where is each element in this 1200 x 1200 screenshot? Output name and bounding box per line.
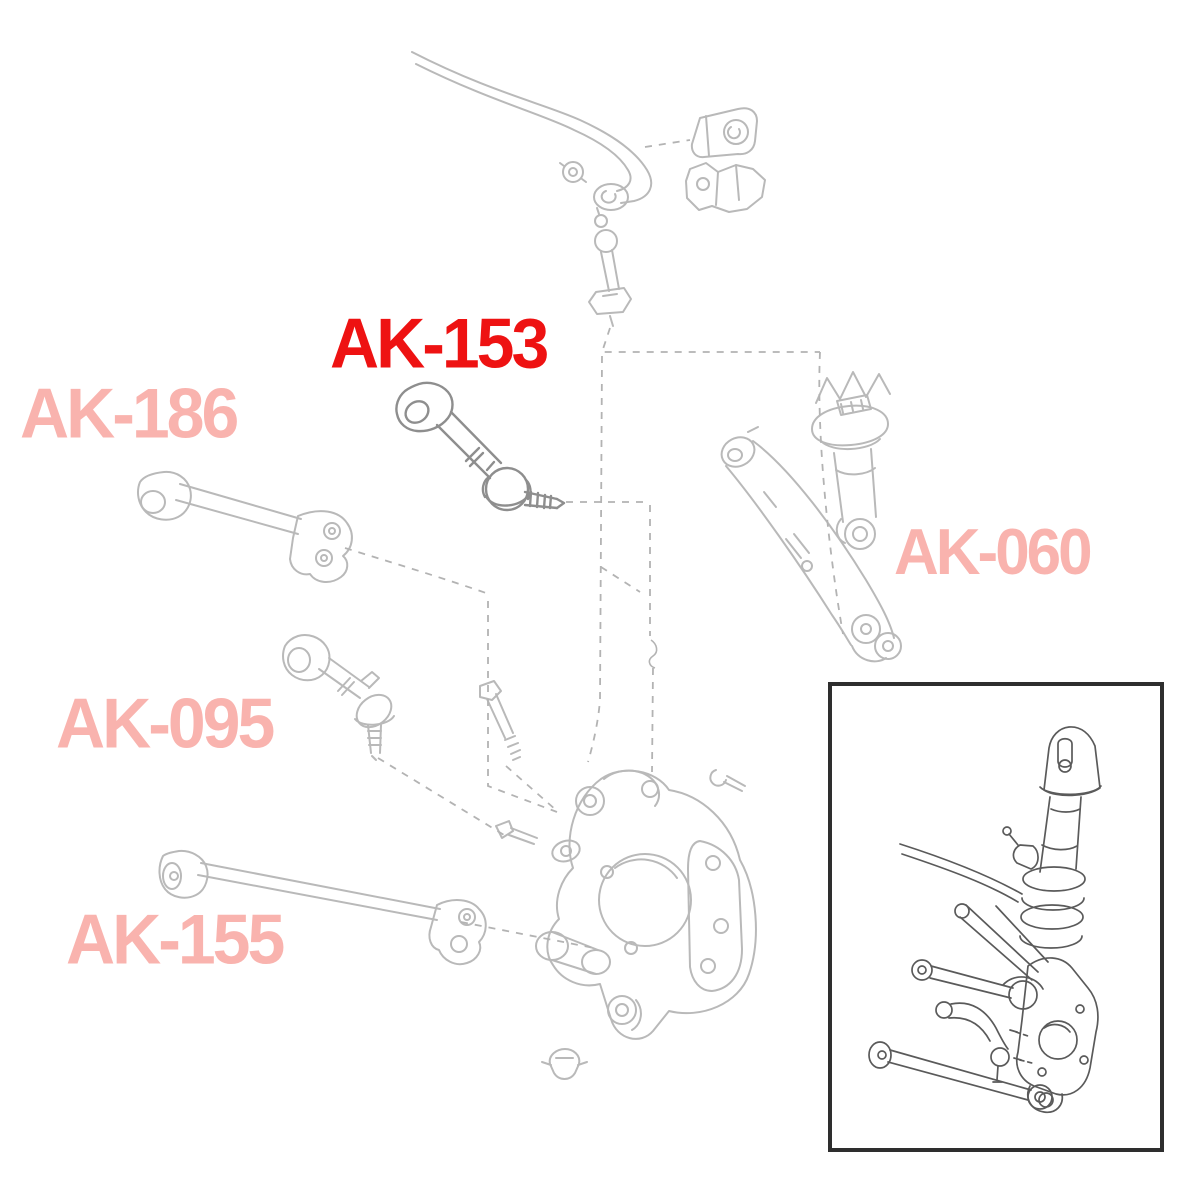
- assembled-suspension-drawing: [868, 726, 1102, 1114]
- shock-absorber-drawing: [811, 371, 891, 550]
- label-ak186: AK-186: [20, 373, 239, 453]
- arm-ak153-drawing: [395, 381, 566, 512]
- arm-ak095-drawing: [282, 634, 395, 761]
- sway-bar-end-link-drawing: [588, 207, 632, 327]
- inset-detail-box: [828, 682, 1164, 1152]
- leader-hook: [648, 639, 658, 669]
- label-ak060: AK-060: [894, 516, 1093, 589]
- sway-bar-bushing-drawing: [690, 107, 758, 159]
- knuckle-hardware-drawing: [479, 680, 746, 1080]
- trailing-arm-ak060-drawing: [720, 426, 902, 663]
- rod-ak155-drawing: [158, 849, 487, 966]
- knuckle-drawing: [535, 769, 757, 1040]
- leader-lines: [344, 139, 844, 949]
- label-ak153: AK-153: [330, 303, 549, 383]
- arm-ak186-drawing: [137, 470, 353, 583]
- sway-bar-drawing: [411, 51, 653, 211]
- label-ak095: AK-095: [56, 683, 275, 763]
- sway-bar-bracket-drawing: [685, 162, 766, 213]
- label-ak155: AK-155: [66, 899, 285, 979]
